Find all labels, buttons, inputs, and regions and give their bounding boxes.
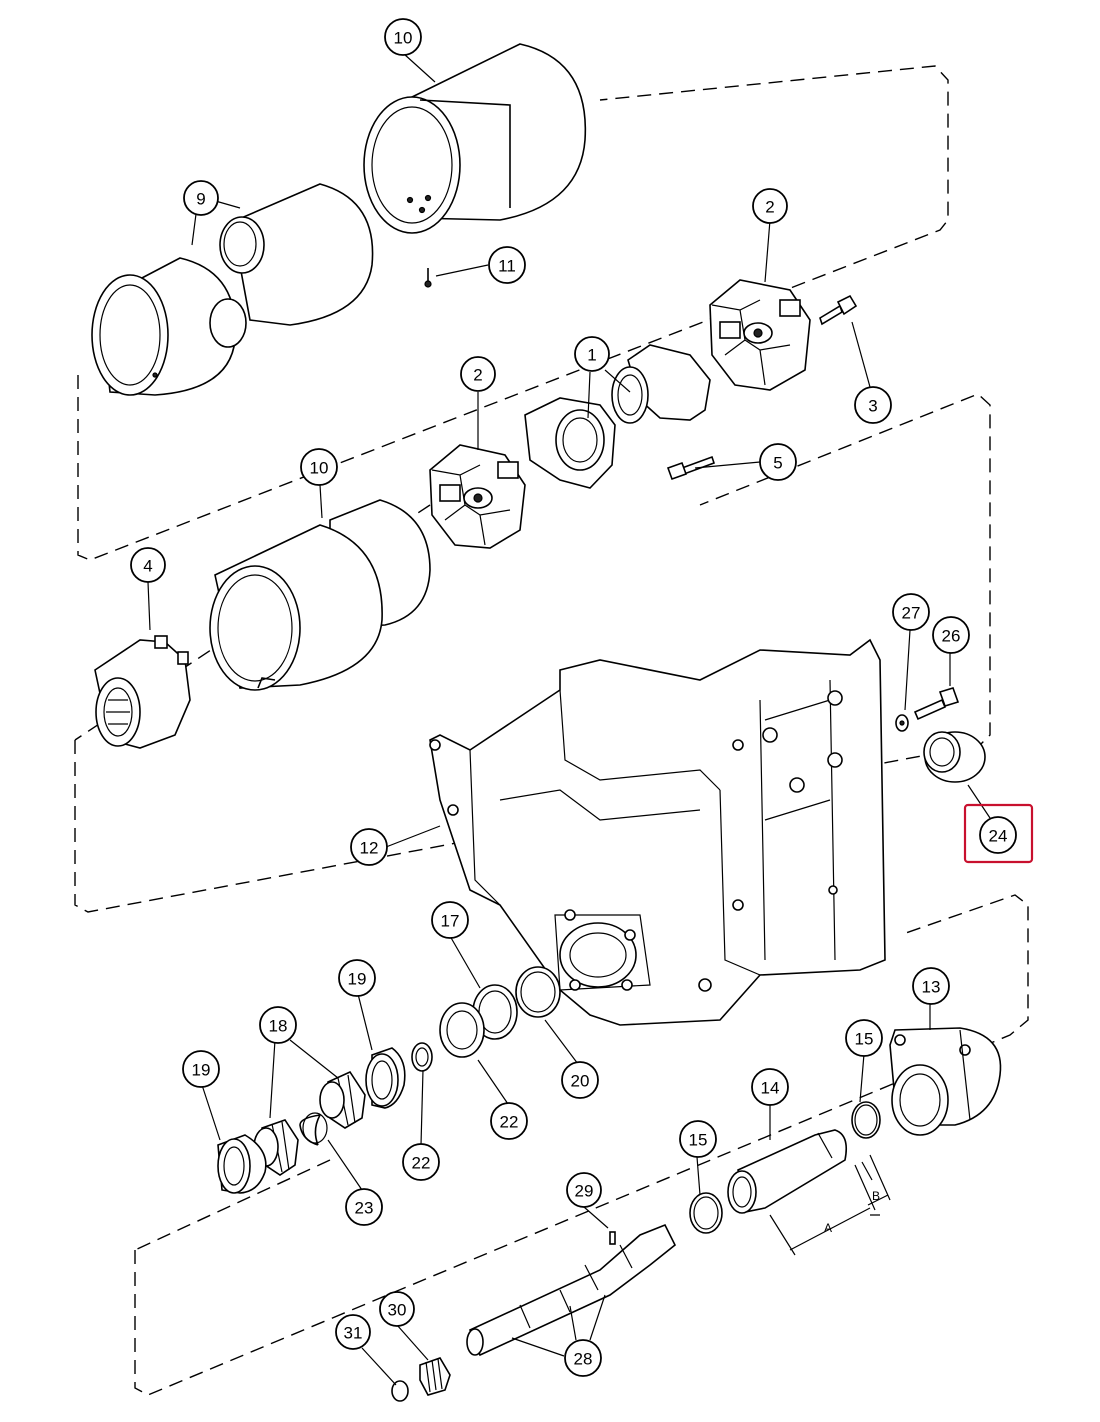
dimension-b-label: B: [872, 1189, 880, 1203]
key-part-29: [609, 1231, 616, 1245]
callout-15-left: 15: [679, 1120, 717, 1158]
svg-text:24: 24: [989, 827, 1008, 846]
ring-part-20: [515, 966, 561, 1018]
svg-text:27: 27: [902, 604, 921, 623]
callout-29: 29: [566, 1172, 602, 1208]
svg-text:11: 11: [498, 257, 516, 276]
callout-2-top: 2: [752, 188, 788, 224]
svg-text:5: 5: [773, 454, 782, 473]
coupling-part-2-top: [709, 279, 811, 391]
assembly-outline-bottom: [134, 894, 1029, 1396]
callout-11: 11: [488, 246, 526, 284]
svg-text:22: 22: [500, 1113, 519, 1132]
svg-text:3: 3: [868, 397, 877, 416]
callout-5: 5: [759, 443, 797, 481]
shaft-part-28: [466, 1223, 677, 1357]
callout-20: 20: [561, 1061, 599, 1099]
callout-27: 27: [892, 593, 930, 631]
svg-text:9: 9: [196, 190, 205, 209]
svg-text:15: 15: [689, 1131, 708, 1150]
pin-part-11: [424, 268, 432, 288]
dimension-a-label: A: [824, 1221, 832, 1235]
svg-text:26: 26: [942, 627, 961, 646]
callout-30: 30: [379, 1291, 415, 1327]
callout-10-middle: 10: [300, 448, 338, 486]
svg-text:22: 22: [412, 1154, 431, 1173]
svg-text:4: 4: [143, 557, 152, 576]
bearing-cup-part-19-lower: [217, 1134, 267, 1194]
o-ring-part-15-left: [689, 1192, 723, 1234]
callout-28: 28: [564, 1339, 602, 1377]
callout-9: 9: [183, 180, 219, 216]
bearing-cup-part-19-upper: [365, 1047, 406, 1109]
svg-text:29: 29: [575, 1182, 594, 1201]
callout-24[interactable]: 24: [963, 803, 1034, 864]
callout-4: 4: [130, 547, 166, 583]
bolt-part-5: [666, 455, 716, 481]
shim-part-22-small: [411, 1042, 433, 1072]
seal-part-24: [923, 731, 986, 783]
callout-13: 13: [912, 967, 950, 1005]
svg-text:19: 19: [348, 970, 367, 989]
callout-19-upper: 19: [338, 959, 376, 997]
svg-text:14: 14: [761, 1079, 780, 1098]
bolt-part-3: [819, 294, 858, 326]
snap-ring-part-23: [299, 1112, 328, 1146]
callout-23: 23: [345, 1188, 383, 1226]
callout-2-middle: 2: [460, 356, 496, 392]
svg-text:17: 17: [441, 912, 460, 931]
svg-text:2: 2: [765, 198, 774, 217]
svg-text:13: 13: [922, 978, 941, 997]
svg-text:1: 1: [587, 346, 596, 365]
sleeve-part-9: [91, 183, 374, 396]
leader-lines: [147, 53, 991, 1386]
assembly-outline-top: [77, 65, 949, 561]
svg-text:2: 2: [473, 366, 482, 385]
svg-text:31: 31: [344, 1324, 363, 1343]
svg-text:10: 10: [310, 459, 329, 478]
callout-15-right: 15: [845, 1019, 883, 1057]
callout-26: 26: [932, 616, 970, 654]
svg-text:23: 23: [355, 1199, 374, 1218]
dimension-lines: [769, 1154, 891, 1256]
callout-17: 17: [431, 901, 469, 939]
hub-part-4: [94, 635, 191, 749]
callout-12: 12: [350, 828, 388, 866]
callout-19-lower: 19: [182, 1050, 220, 1088]
bolt-part-26: [913, 687, 960, 721]
callout-24-highlight-box: [963, 803, 1034, 864]
svg-text:20: 20: [571, 1072, 590, 1091]
svg-text:12: 12: [360, 839, 379, 858]
callout-22-right: 22: [490, 1102, 528, 1140]
o-ring-part-15-right: [851, 1101, 881, 1139]
svg-text:28: 28: [574, 1350, 593, 1369]
callout-10-top: 10: [384, 18, 422, 56]
sleeve-part-14: [727, 1129, 848, 1214]
svg-text:19: 19: [192, 1061, 211, 1080]
housing-part-12: [429, 638, 886, 1026]
callout-3: 3: [854, 386, 892, 424]
cover-part-13: [889, 1027, 1002, 1136]
svg-text:18: 18: [269, 1017, 288, 1036]
svg-text:10: 10: [394, 29, 413, 48]
flange-yoke-part-1: [524, 344, 711, 489]
retaining-ring-part-31: [391, 1380, 409, 1402]
callout-18: 18: [259, 1006, 297, 1044]
svg-text:30: 30: [388, 1301, 407, 1320]
needle-bearing-part-30: [419, 1357, 451, 1396]
callout-31: 31: [335, 1314, 371, 1350]
callout-22-left: 22: [402, 1143, 440, 1181]
svg-text:15: 15: [855, 1030, 874, 1049]
washer-part-27: [895, 714, 909, 732]
shim-part-22-large: [439, 1002, 485, 1058]
bearing-cone-part-18-upper: [319, 1070, 366, 1129]
coupling-part-2-middle: [429, 444, 526, 549]
callout-14: 14: [751, 1068, 789, 1106]
callout-1: 1: [574, 336, 610, 372]
sleeve-part-10-middle: [209, 499, 431, 691]
sleeve-part-10-top: [363, 43, 587, 234]
